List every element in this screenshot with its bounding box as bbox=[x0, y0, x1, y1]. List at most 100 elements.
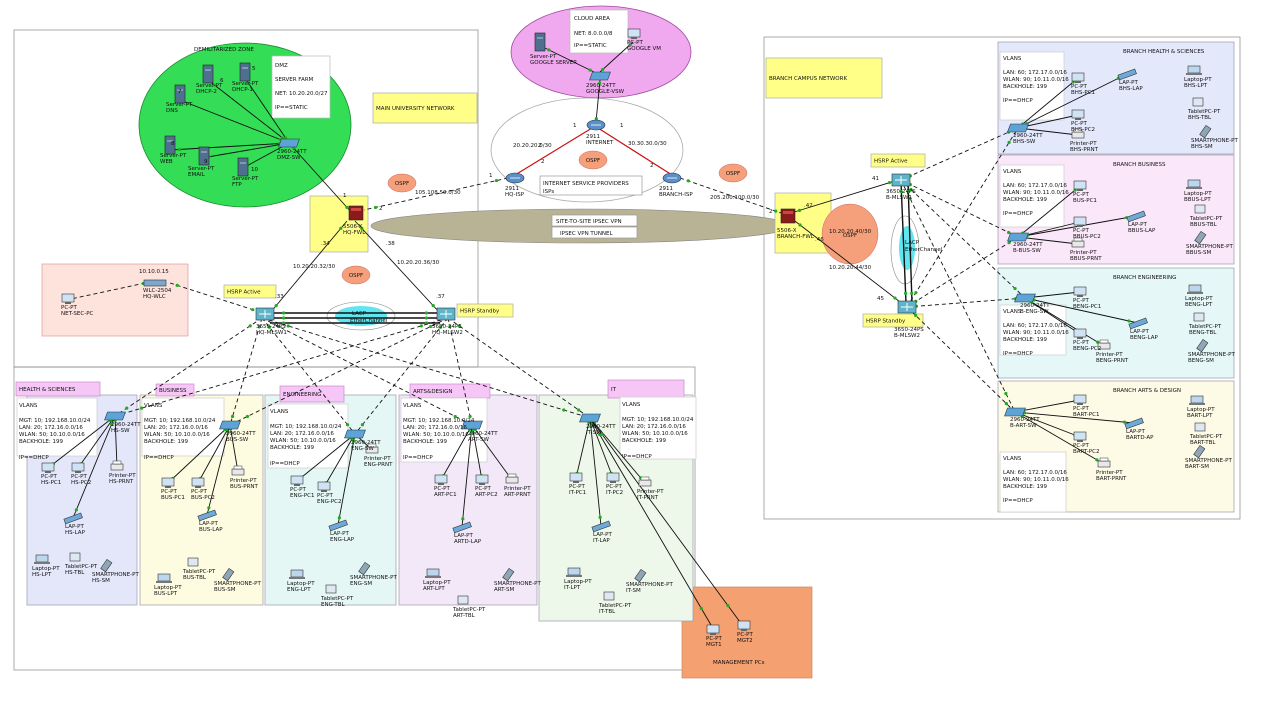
pc-icon bbox=[1073, 394, 1087, 404]
port-indicator bbox=[125, 406, 129, 410]
vpn-subtitle: IPSEC VPN TUNNEL bbox=[560, 231, 614, 237]
network-label: 30.30.30.0/30 bbox=[628, 141, 667, 147]
smartphone-label: SMARTPHONE-PT bbox=[214, 581, 261, 587]
network-link bbox=[296, 433, 356, 482]
hsrp-standby-branch-box bbox=[862, 313, 924, 328]
laptop-icon bbox=[567, 567, 581, 576]
network-link bbox=[261, 317, 473, 426]
switch-icon bbox=[589, 71, 611, 81]
network-link bbox=[575, 417, 591, 479]
port-indicator bbox=[248, 324, 252, 328]
pc-label: PC-PT bbox=[706, 636, 722, 642]
branch-vlan-line: WLAN: 90; 10.11.0.0/16 bbox=[1003, 330, 1069, 336]
pc-icon bbox=[627, 28, 641, 38]
server-label: FTP bbox=[232, 182, 242, 188]
pc-label: PC-PT bbox=[1073, 228, 1089, 234]
access-point-label: LAP-PT bbox=[199, 521, 218, 527]
port-number-label: 2 bbox=[379, 206, 383, 212]
port-indicator bbox=[267, 325, 272, 329]
switch-label: IT-SW bbox=[586, 430, 602, 436]
access-point-label: BBUS-LAP bbox=[1128, 228, 1156, 234]
pc-icon bbox=[737, 620, 751, 630]
printer-label: ART-PRNT bbox=[504, 492, 531, 498]
switch-label: ENG-SW bbox=[351, 446, 374, 452]
vlan-ip-mode: IP==DHCP bbox=[19, 455, 49, 461]
port-indicator bbox=[448, 324, 452, 329]
vlan-line: LAN: 20; 172.16.0.0/16 bbox=[622, 424, 686, 430]
tablet-label: ENG-TBL bbox=[321, 602, 345, 608]
laptop-label: BENG-LPT bbox=[1185, 302, 1213, 308]
printer-label: Printer-PT bbox=[1096, 352, 1123, 358]
switch-icon bbox=[1007, 232, 1029, 242]
server-icon bbox=[198, 146, 210, 166]
port-indicator bbox=[914, 291, 918, 295]
smartphone-icon bbox=[1196, 338, 1209, 353]
laptop-label: Laptop-PT bbox=[423, 580, 451, 586]
hsrp-active-hq-box bbox=[223, 284, 277, 299]
management-area bbox=[681, 586, 813, 679]
ospf-label: OSPF bbox=[395, 181, 409, 187]
branch-vlan-line: LAN: 60; 172.17.0.0/16 bbox=[1003, 183, 1067, 189]
laptop-base-icon bbox=[1189, 403, 1205, 405]
vlan-line: LAN: 20; 172.16.0.0/16 bbox=[403, 425, 467, 431]
port-number-label: 9 bbox=[204, 159, 208, 165]
switch-label: DMZ-SW bbox=[277, 155, 301, 161]
network-link bbox=[544, 47, 595, 73]
vlan-line: BACKHOLE: 199 bbox=[270, 445, 314, 451]
port-indicator bbox=[601, 68, 605, 72]
access-point-icon bbox=[197, 509, 217, 522]
network-link bbox=[77, 415, 116, 469]
branch-vlan-ip-mode: IP==DHCP bbox=[1003, 351, 1033, 357]
router-label: 2911 bbox=[659, 186, 673, 192]
printer-paper-icon bbox=[1099, 339, 1109, 344]
port-indicator bbox=[468, 414, 472, 419]
pc-icon bbox=[290, 475, 304, 485]
laptop-icon bbox=[1187, 179, 1201, 188]
network-link bbox=[197, 424, 231, 484]
laptop-icon bbox=[35, 554, 49, 563]
pc-stand-icon bbox=[45, 471, 51, 473]
port-indicator bbox=[283, 136, 288, 140]
pc-icon bbox=[191, 477, 205, 487]
tablet-label: TabletPC-PT bbox=[452, 607, 486, 613]
pc-label: GOOGLE VM bbox=[627, 46, 661, 52]
tablet-label: TabletPC-PT bbox=[1188, 324, 1222, 330]
pc-label: PC-PT bbox=[71, 474, 87, 480]
port-indicator bbox=[588, 68, 592, 72]
pc-stand-icon bbox=[610, 481, 616, 483]
port-indicator bbox=[424, 311, 428, 315]
pc-label: ART-PC2 bbox=[475, 492, 498, 498]
firewall-band-icon bbox=[783, 211, 793, 214]
port-number-label: 6 bbox=[220, 78, 224, 84]
branch-vlan-box bbox=[999, 51, 1065, 121]
network-link bbox=[323, 433, 356, 488]
branch-vlan-box bbox=[999, 164, 1065, 228]
printer-label: HS-PRNT bbox=[109, 479, 134, 485]
vpn-label-box-2 bbox=[551, 226, 638, 239]
isp-subtitle: ISPs bbox=[543, 189, 554, 195]
main-network-note-text: MAIN UNIVERSITY NETWORK bbox=[376, 106, 455, 112]
smartphone-label: BENG-SM bbox=[1188, 358, 1214, 364]
pc-icon bbox=[475, 474, 489, 484]
network-link bbox=[1014, 399, 1081, 413]
switch-label: ART-SW bbox=[468, 437, 490, 443]
campus-lan-border bbox=[13, 366, 696, 671]
access-point-label: LAP-PT bbox=[593, 532, 612, 538]
switch-label: GOOGLE-VSW bbox=[586, 89, 625, 95]
vlan-ip-mode: IP==DHCP bbox=[622, 454, 652, 460]
server-label: DNS bbox=[166, 108, 178, 114]
port-indicator bbox=[1004, 402, 1008, 406]
network-link bbox=[1017, 77, 1079, 129]
server-label: Server-PT bbox=[160, 153, 187, 159]
network-link bbox=[1017, 127, 1079, 136]
branch-vlan-line: BACKHOLE: 199 bbox=[1003, 84, 1047, 90]
pc-label: PC-PT bbox=[191, 489, 207, 495]
devices-layer bbox=[34, 28, 1212, 635]
multilayer-switch-label: 3650-24PS bbox=[886, 189, 916, 195]
vlan-line: LAN: 20; 172.16.0.0/16 bbox=[270, 431, 334, 437]
network-link bbox=[261, 317, 356, 435]
network-link bbox=[514, 127, 593, 176]
vlan-line: MGT: 10; 192.168.10.0/24 bbox=[144, 418, 216, 424]
vlan-ip-mode: IP==DHCP bbox=[403, 455, 433, 461]
